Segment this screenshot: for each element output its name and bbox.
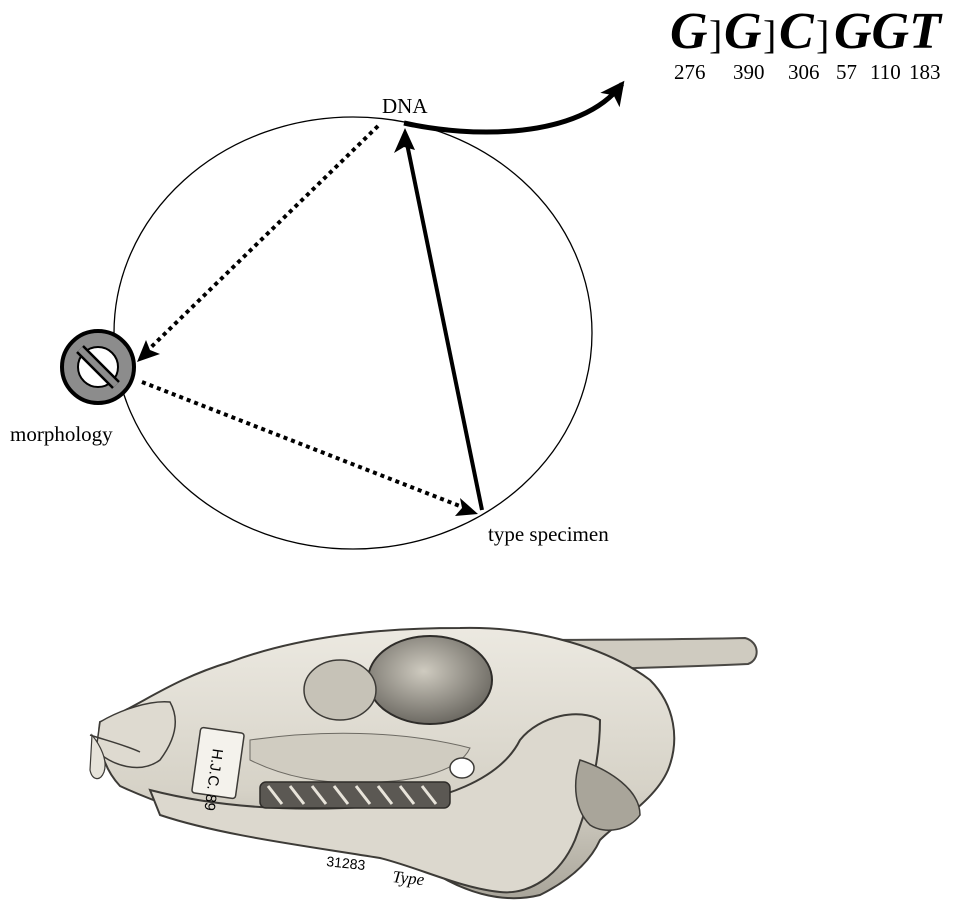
lacrimal-fossa xyxy=(304,660,376,720)
specimen-to-dna-arrow xyxy=(405,134,482,510)
type-specimen-skull: H.J.C. 89 31283 Type xyxy=(90,628,757,898)
position-label: 183 xyxy=(909,60,941,84)
position-label: 276 xyxy=(674,60,706,84)
specimen-to-dna-arrowhead xyxy=(394,128,415,153)
sequence-separator-3: ] xyxy=(816,12,829,57)
foramen xyxy=(450,758,474,778)
sequence-separator-2: ] xyxy=(763,12,776,57)
dna-sequence: G ] G ] C ] GGT 276 390 306 57 110 183 xyxy=(670,3,943,84)
sequence-letter-2: G xyxy=(724,3,762,60)
type-specimen-label: type specimen xyxy=(488,522,609,546)
morphology-to-specimen-arrowhead xyxy=(455,498,478,516)
sequence-letter-4: GGT xyxy=(834,3,943,60)
prohibited-icon xyxy=(62,331,134,403)
orbit xyxy=(368,636,492,724)
type-mark: Type xyxy=(392,867,426,889)
sequence-letter-3: C xyxy=(779,3,815,60)
dna-to-morphology-arrow xyxy=(143,126,378,355)
dna-to-morphology-arrowhead xyxy=(137,340,160,362)
morphology-to-specimen-arrow xyxy=(142,382,470,510)
tooth-row xyxy=(260,782,450,808)
sequence-separator-1: ] xyxy=(709,12,722,57)
cycle-ellipse xyxy=(114,117,592,549)
catalog-number: 31283 xyxy=(326,853,367,873)
dna-to-sequence-arrow xyxy=(404,84,622,132)
position-label: 57 xyxy=(836,60,857,84)
sequence-letter-1: G xyxy=(670,3,708,60)
morphology-label: morphology xyxy=(10,422,113,446)
dna-label: DNA xyxy=(382,94,428,118)
position-label: 110 xyxy=(870,60,901,84)
position-label: 306 xyxy=(788,60,820,84)
position-label: 390 xyxy=(733,60,765,84)
